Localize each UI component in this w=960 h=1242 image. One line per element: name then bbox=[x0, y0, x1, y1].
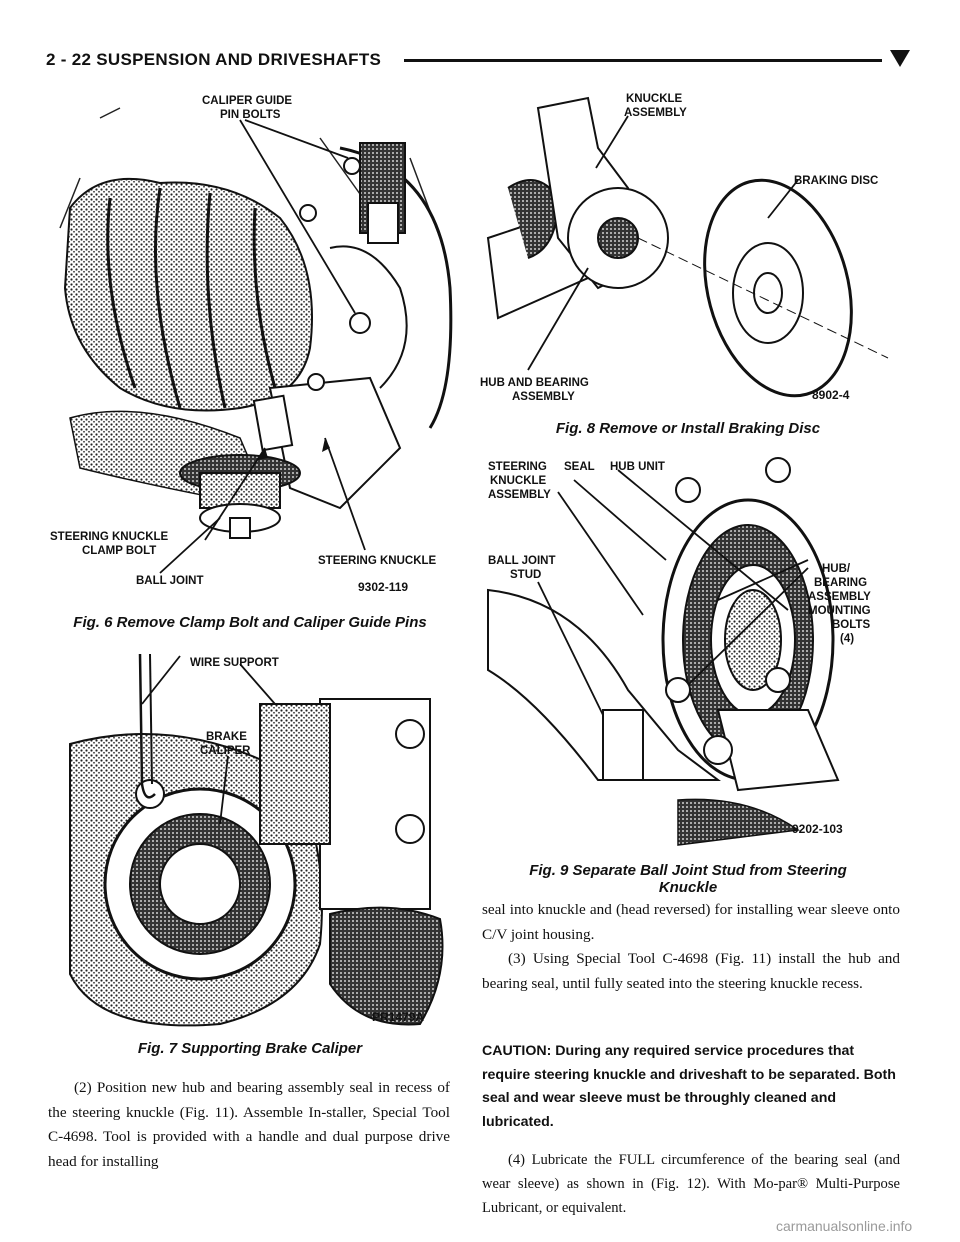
chrysler-triangle-icon bbox=[890, 50, 910, 67]
fig9-illustration bbox=[487, 457, 840, 846]
label-knuckle: KNUCKLE bbox=[626, 93, 683, 105]
paragraph-step-4: (4) Lubricate the FULL circumference of … bbox=[482, 1148, 900, 1220]
label-knuckle-assembly: ASSEMBLY bbox=[624, 107, 687, 119]
header-rule bbox=[404, 59, 882, 62]
fig9-caption-line2: Knuckle bbox=[658, 879, 718, 896]
label-braking-disc: BRAKING DISC bbox=[794, 175, 879, 187]
paragraph-step-2-cont: seal into knuckle and (head reversed) fo… bbox=[482, 898, 900, 996]
label-hub-unit: HUB UNIT bbox=[610, 461, 665, 473]
label-bolts: BOLTS bbox=[832, 619, 871, 631]
label-hub-slash: HUB/ bbox=[822, 563, 851, 575]
label-mounting: MOUNTING bbox=[808, 605, 871, 617]
label-brake: BRAKE bbox=[206, 731, 247, 743]
fig9-caption-line1: Fig. 9 Separate Ball Joint Stud from Ste… bbox=[529, 862, 847, 879]
page-label: 2 - 22 SUSPENSION AND DRIVESHAFTS bbox=[46, 50, 382, 69]
label-ball-joint: BALL JOINT bbox=[488, 555, 556, 567]
fig7-illustration bbox=[69, 653, 444, 1027]
label-hub-assembly: ASSEMBLY bbox=[512, 391, 575, 403]
label-knuckle: KNUCKLE bbox=[490, 475, 547, 487]
figure-code: 8902-4 bbox=[812, 388, 850, 402]
fig8-illustration bbox=[486, 96, 889, 398]
fig9-caption: Fig. 9 Separate Ball Joint Stud from Ste… bbox=[478, 862, 898, 896]
fig6-caption: Fig. 6 Remove Clamp Bolt and Caliper Gui… bbox=[73, 614, 427, 631]
figure-6: CALIPER GUIDE PIN BOLTS STEERING KNUCKLE… bbox=[40, 88, 460, 608]
fig6-illustration bbox=[59, 107, 453, 574]
paragraph-step-2: (2) Position new hub and bearing assembl… bbox=[48, 1076, 450, 1174]
step-2-text: (2) Position new hub and bearing assembl… bbox=[48, 1079, 450, 1170]
label-clamp-bolt: CLAMP BOLT bbox=[82, 545, 157, 557]
figure-code: 9302-119 bbox=[358, 580, 409, 594]
label-stud: STUD bbox=[510, 569, 542, 581]
label-ball-joint: BALL JOINT bbox=[136, 575, 204, 587]
figure-9: STEERING KNUCKLE ASSEMBLY SEAL HUB UNIT … bbox=[478, 450, 898, 850]
label-mb-assembly: ASSEMBLY bbox=[808, 591, 871, 603]
figure-8: KNUCKLE ASSEMBLY BRAKING DISC HUB AND BE… bbox=[478, 88, 898, 418]
fig8-caption: Fig. 8 Remove or Install Braking Disc bbox=[555, 420, 821, 437]
label-caliper-guide: CALIPER GUIDE bbox=[202, 95, 293, 107]
step-2-continued: seal into knuckle and (head reversed) fo… bbox=[482, 901, 900, 943]
figure-code: PR1479A bbox=[372, 1010, 425, 1024]
watermark: carmanualsonline.info bbox=[776, 1218, 913, 1234]
label-steering-knuckle-clamp: STEERING KNUCKLE bbox=[50, 531, 169, 543]
label-assembly: ASSEMBLY bbox=[488, 489, 551, 501]
label-caliper: CALIPER bbox=[200, 745, 251, 757]
label-pin-bolts: PIN BOLTS bbox=[220, 109, 281, 121]
page-header: 2 - 22 SUSPENSION AND DRIVESHAFTS bbox=[0, 38, 960, 78]
caution-note: CAUTION: During any required service pro… bbox=[482, 1043, 896, 1130]
label-wire-support: WIRE SUPPORT bbox=[190, 657, 279, 669]
label-steering: STEERING bbox=[488, 461, 547, 473]
label-hub-and-bearing: HUB AND BEARING bbox=[480, 377, 589, 389]
label-steering-knuckle: STEERING KNUCKLE bbox=[318, 555, 437, 567]
step-3-text: (3) Using Special Tool C-4698 (Fig. 11) … bbox=[482, 950, 900, 992]
figure-code: 9202-103 bbox=[792, 822, 843, 836]
step-4-text: (4) Lubricate the FULL circumference of … bbox=[482, 1152, 900, 1216]
figure-7: WIRE SUPPORT BRAKE CALIPER PR1479A bbox=[60, 644, 450, 1034]
label-bearing: BEARING bbox=[814, 577, 868, 589]
label-seal: SEAL bbox=[564, 461, 595, 473]
label-bolt-count: (4) bbox=[840, 633, 855, 645]
fig7-caption: Fig. 7 Supporting Brake Caliper bbox=[137, 1040, 363, 1057]
